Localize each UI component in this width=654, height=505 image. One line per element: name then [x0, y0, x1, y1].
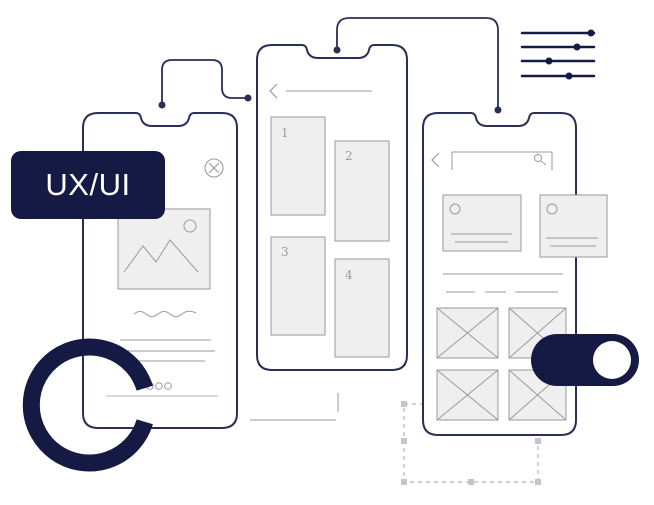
tile-3[interactable] — [270, 236, 326, 336]
tile-label-1: 1 — [281, 126, 289, 140]
connector-dots — [158, 46, 502, 114]
badge-label: UX/UI — [45, 167, 131, 202]
back-arrow-icon[interactable] — [431, 152, 440, 168]
tile-4[interactable] — [334, 258, 390, 358]
back-arrow-icon[interactable] — [269, 83, 278, 99]
tile-label-2: 2 — [345, 149, 353, 163]
text-lines — [114, 339, 215, 362]
connector-lines — [161, 17, 499, 110]
sliders-icon — [520, 29, 596, 80]
search-icon[interactable] — [534, 154, 547, 166]
tile-label-4: 4 — [345, 268, 353, 282]
image-placeholder-icon — [117, 208, 211, 290]
sketch-strokes — [250, 393, 339, 421]
image-grid — [436, 307, 567, 421]
search-bar[interactable] — [451, 151, 553, 170]
tile-label-3: 3 — [281, 245, 289, 259]
tile-1[interactable] — [270, 116, 326, 216]
toggle-switch-icon[interactable] — [531, 334, 639, 386]
card-left[interactable] — [442, 194, 522, 252]
divider-lines — [443, 273, 563, 293]
phone-right — [422, 112, 608, 436]
phone-center: 1 2 3 4 — [256, 44, 408, 371]
squiggle-line — [133, 310, 197, 317]
tile-2[interactable] — [334, 140, 390, 242]
ring-icon — [22, 338, 153, 472]
close-icon[interactable] — [204, 158, 224, 178]
card-right[interactable] — [539, 194, 608, 258]
ux-ui-badge: UX/UI — [11, 151, 165, 219]
